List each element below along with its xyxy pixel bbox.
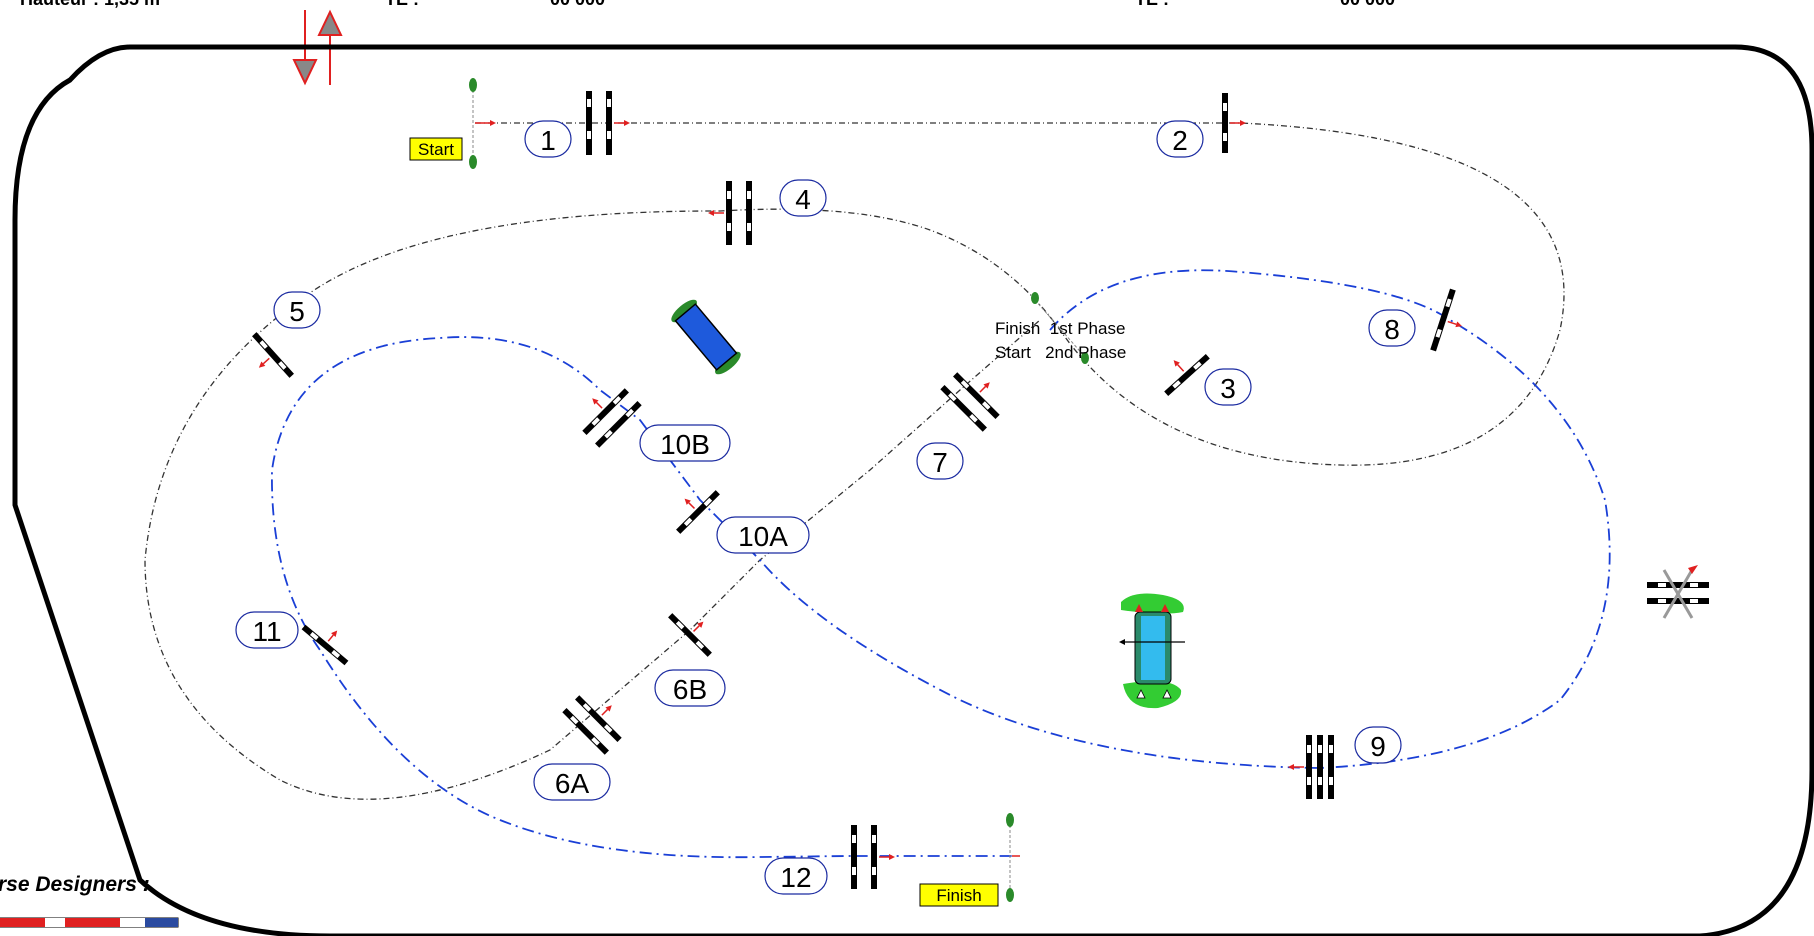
obstacle-label-6a: 6A bbox=[533, 763, 611, 801]
header-fragment-2-value: 00 000 bbox=[1340, 0, 1395, 9]
course-designers-label: rse Designers : bbox=[0, 873, 150, 896]
fence-2 bbox=[1222, 93, 1246, 153]
up-down-arrows-icon bbox=[292, 9, 343, 86]
obstacle-label-6b: 6B bbox=[654, 669, 726, 707]
obstacle-label-7: 7 bbox=[916, 442, 964, 480]
phase2-route bbox=[271, 269, 1611, 859]
obstacle-number: 8 bbox=[1384, 314, 1400, 345]
liverpool-obstacle-icon bbox=[1119, 593, 1185, 709]
start-label: Start bbox=[418, 140, 454, 159]
arena-border bbox=[12, 44, 1814, 936]
phase1-route bbox=[144, 122, 1565, 800]
obstacle-label-10a: 10A bbox=[716, 516, 810, 554]
obstacle-number: 11 bbox=[252, 616, 281, 647]
obstacle-number: 7 bbox=[932, 447, 948, 478]
phase-label-line2: Start 2nd Phase bbox=[995, 343, 1126, 362]
obstacle-number: 3 bbox=[1220, 373, 1236, 404]
fence-5 bbox=[252, 332, 294, 378]
obstacle-number: 10B bbox=[660, 429, 710, 460]
fence-3 bbox=[1164, 354, 1210, 396]
obstacle-number: 9 bbox=[1370, 731, 1386, 762]
fence-12 bbox=[851, 825, 895, 889]
start-line bbox=[469, 78, 496, 169]
obstacle-label-12: 12 bbox=[764, 857, 828, 895]
obstacle-label-9: 9 bbox=[1354, 726, 1402, 764]
header-height-label: Hauteur : 1,35 m bbox=[20, 0, 160, 9]
obstacle-number: 2 bbox=[1172, 125, 1188, 156]
obstacle-number: 10A bbox=[738, 521, 788, 552]
fence-8 bbox=[1430, 288, 1463, 352]
header-fragment-1-value: 00 000 bbox=[550, 0, 605, 9]
obstacle-number: 6B bbox=[673, 674, 707, 705]
finish-box bbox=[919, 883, 999, 907]
obstacle-label-2: 2 bbox=[1156, 120, 1204, 158]
obstacle-label-8: 8 bbox=[1368, 309, 1416, 347]
phase-line bbox=[1031, 292, 1089, 364]
obstacle-label-10b: 10B bbox=[639, 424, 731, 462]
fence-11 bbox=[301, 624, 349, 666]
fence-9 bbox=[1288, 735, 1334, 799]
fence-10b bbox=[582, 388, 642, 448]
scale-bar bbox=[0, 917, 179, 928]
cancelled-obstacle-icon bbox=[1647, 565, 1709, 619]
obstacle-number: 5 bbox=[289, 296, 305, 327]
fence-6b bbox=[668, 613, 712, 657]
obstacle-label-1: 1 bbox=[524, 120, 572, 158]
header-fragment-2: TE : bbox=[1135, 0, 1169, 9]
fence-6a bbox=[562, 695, 622, 755]
finish-label: Finish bbox=[936, 886, 981, 905]
start-box bbox=[409, 137, 463, 161]
obstacle-number: 12 bbox=[780, 862, 811, 893]
fence-7 bbox=[940, 372, 1000, 432]
obstacle-label-3: 3 bbox=[1204, 368, 1252, 406]
finish-line bbox=[1006, 813, 1020, 902]
phase-label-line1: Finish 1st Phase bbox=[995, 319, 1125, 338]
obstacle-label-5: 5 bbox=[273, 291, 321, 329]
header-fragment-1: TE : bbox=[385, 0, 419, 9]
obstacle-label-11: 11 bbox=[235, 611, 299, 649]
obstacle-number: 4 bbox=[795, 184, 811, 215]
water-obstacle-icon bbox=[671, 299, 741, 375]
fence-1 bbox=[586, 91, 630, 155]
fence-4 bbox=[708, 181, 752, 245]
obstacle-number: 6A bbox=[555, 768, 590, 799]
fence-10a bbox=[676, 490, 720, 534]
obstacle-label-4: 4 bbox=[779, 179, 827, 217]
obstacle-number: 1 bbox=[540, 125, 556, 156]
